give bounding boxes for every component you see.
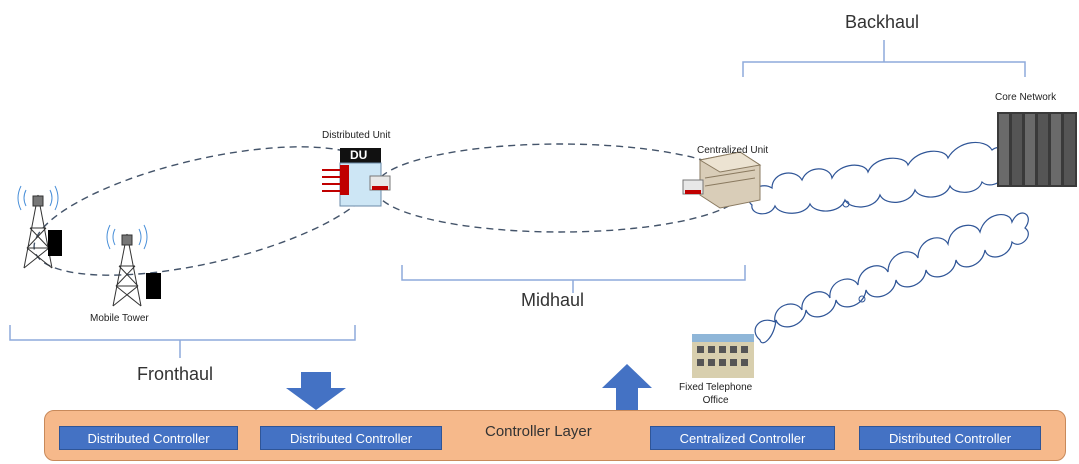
mobile-device-icon bbox=[146, 273, 161, 299]
distributed-controller-box: Distributed Controller bbox=[260, 426, 442, 450]
core-network-server-icon bbox=[997, 112, 1077, 187]
cloud-port bbox=[842, 200, 850, 208]
distributed-unit-label: Distributed Unit bbox=[322, 130, 391, 141]
distributed-controller-box: Distributed Controller bbox=[59, 426, 238, 450]
cloud-port bbox=[858, 295, 866, 303]
fronthaul-label: Fronthaul bbox=[137, 364, 214, 384]
centralized-unit-icon bbox=[682, 151, 762, 209]
up-arrow-icon bbox=[602, 364, 652, 410]
controller-layer-title: Controller Layer bbox=[485, 423, 592, 440]
telephone-cloud bbox=[754, 212, 1029, 344]
distributed-controller-box: Distributed Controller bbox=[859, 426, 1041, 450]
backhaul-bracket bbox=[742, 40, 1026, 77]
backhaul-label: Backhaul bbox=[845, 12, 920, 32]
midhaul-bracket bbox=[401, 265, 746, 293]
fronthaul-link bbox=[33, 146, 377, 276]
controller-layer: Distributed Controller Distributed Contr… bbox=[44, 410, 1066, 461]
core-network-label: Core Network bbox=[995, 92, 1057, 103]
centralized-controller-box: Centralized Controller bbox=[650, 426, 835, 450]
down-arrow-icon bbox=[286, 372, 346, 410]
centralized-unit-label: Centralized Unit bbox=[697, 145, 769, 156]
mobile-tower-label: Mobile Tower bbox=[90, 313, 149, 324]
du-label: DU bbox=[350, 148, 368, 162]
backhaul-cloud bbox=[747, 141, 1009, 215]
office-building-icon bbox=[692, 334, 754, 378]
mobile-device-icon bbox=[48, 230, 62, 256]
fixed-telephone-office-label: Fixed Telephone Office bbox=[679, 381, 752, 407]
cell-tower-icon bbox=[106, 224, 148, 307]
distributed-unit-icon bbox=[322, 148, 391, 207]
fronthaul-bracket bbox=[9, 325, 356, 358]
fixed-office-line2: Office bbox=[702, 395, 729, 406]
fixed-office-line1: Fixed Telephone bbox=[679, 382, 753, 393]
midhaul-label: Midhaul bbox=[521, 290, 585, 310]
